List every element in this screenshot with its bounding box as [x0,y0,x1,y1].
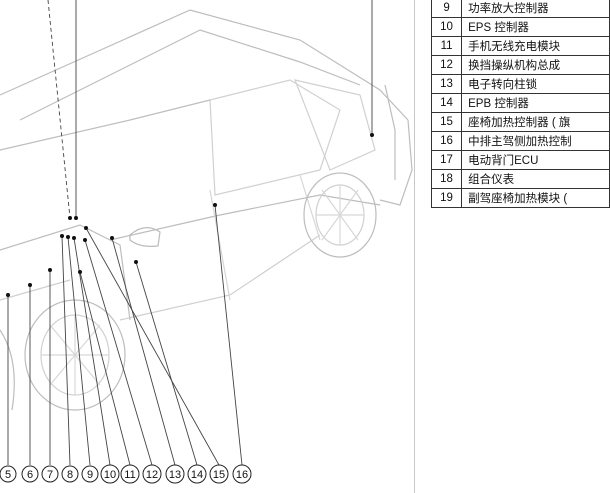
callout-11: 11 [124,469,135,481]
row-part-name: EPS 控制器 [461,17,610,37]
callout-7: 7 [47,469,53,481]
callout-8: 8 [67,469,73,481]
callout-6: 6 [27,469,33,481]
row-number: 14 [430,93,463,113]
left-wheel-arc [0,329,15,411]
callout-14: 14 [191,469,203,481]
front-wheel [24,299,126,411]
callout-9: 9 [87,469,93,481]
row-part-name: 电子转向柱锁 [461,74,610,94]
row-part-name: 中排主驾侧加热控制 [461,131,610,151]
callout-16: 16 [236,469,248,481]
row-part-name: 组合仪表 [461,169,610,189]
row-part-name: EPB 控制器 [461,93,610,113]
row-number: 19 [430,188,463,208]
callout-13: 13 [169,469,181,481]
car-illustration [0,9,413,321]
page-divider [414,0,415,493]
leader-lines [7,0,373,466]
callout-bubbles [0,464,252,484]
row-number: 13 [430,74,463,94]
callout-labels: 5 6 7 8 9 10 11 12 13 14 15 16 [5,469,248,481]
rear-wheel [303,172,377,258]
callout-15: 15 [213,469,225,481]
row-number: 15 [430,112,463,132]
row-number: 17 [430,150,463,170]
row-part-name: 副驾座椅加热模块 ( [461,188,610,208]
row-part-name: 电动背门ECU [461,150,610,170]
row-part-name: 功率放大控制器 [461,0,610,18]
callout-5: 5 [5,469,11,481]
callout-12: 12 [146,469,158,481]
row-number: 16 [430,131,463,151]
row-part-name: 换挡操纵机构总成 [461,55,610,75]
callout-10: 10 [104,469,116,481]
row-number: 18 [430,169,463,189]
row-part-name: 座椅加热控制器 ( 旗 [461,112,610,132]
leader-dots [6,133,374,297]
row-number: 10 [430,17,463,37]
row-number: 11 [430,36,463,56]
row-number: 12 [430,55,463,75]
row-number: 9 [430,0,463,18]
row-part-name: 手机无线充电模块 [461,36,610,56]
